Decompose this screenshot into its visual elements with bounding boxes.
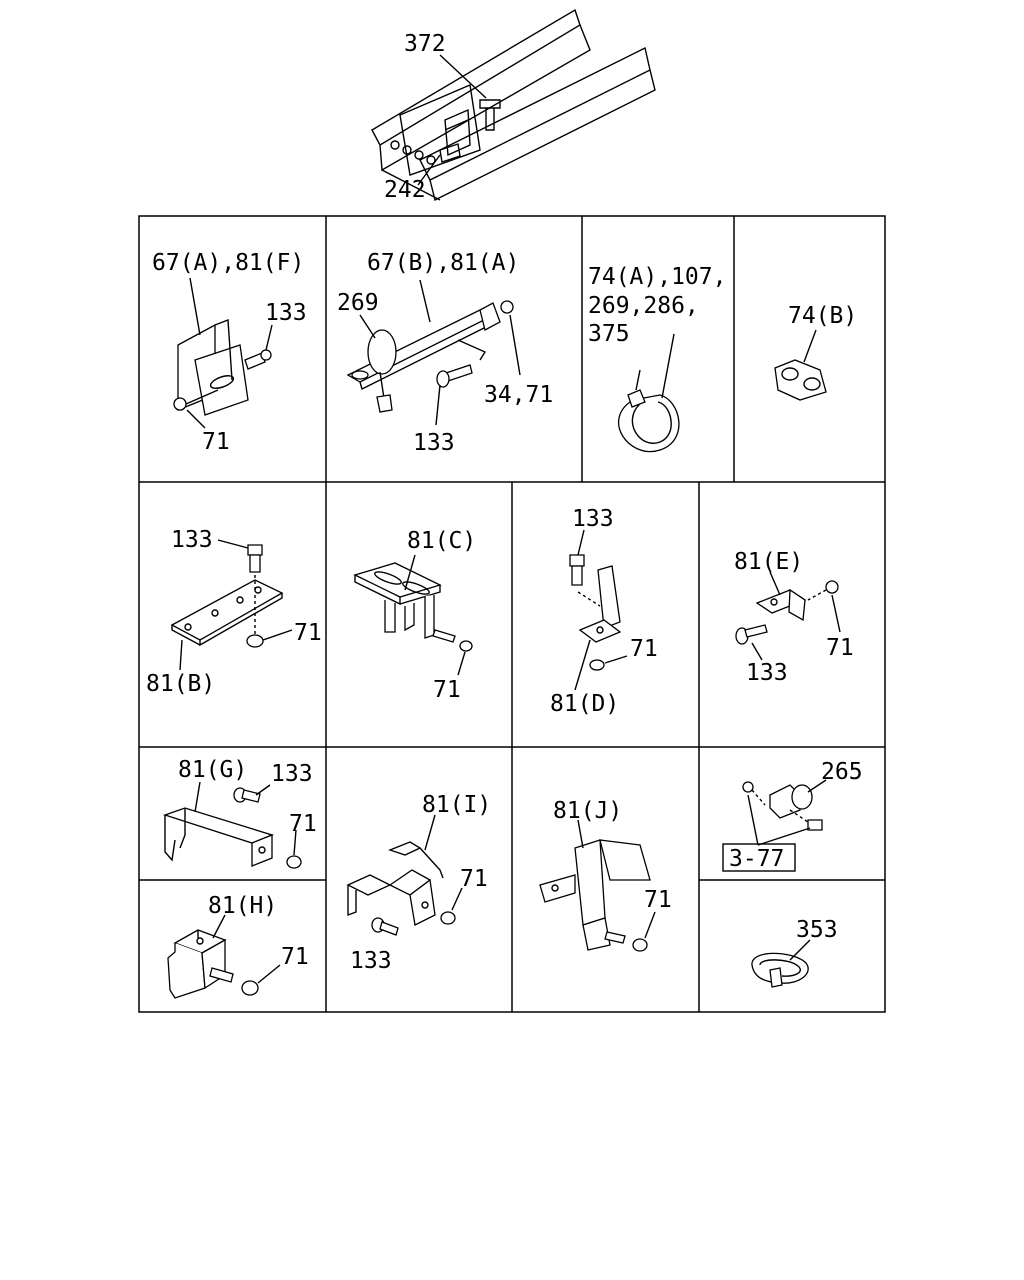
clamp-265 (742, 779, 827, 846)
label-81b: 81(B) (146, 671, 215, 697)
bolt-and-nut-71 (604, 911, 656, 952)
label-265: 265 (821, 759, 863, 785)
label-133: 133 (171, 527, 213, 553)
bracket-81j (539, 819, 651, 951)
label-81g: 81(G) (178, 757, 247, 783)
label-133: 133 (265, 300, 307, 326)
label-71: 71 (826, 635, 854, 661)
frame-rail-assembly (371, 8, 656, 202)
label-375: 375 (588, 321, 630, 347)
label-74a-107: 74(A),107, (588, 264, 726, 290)
plate-81b (170, 579, 284, 671)
label-71: 71 (460, 866, 488, 892)
bolt-133 (217, 539, 263, 590)
nut-34-71 (500, 300, 521, 376)
ref-box-3-77 (722, 843, 796, 872)
label-67b-81a: 67(B),81(A) (367, 250, 519, 276)
bracket-81h (167, 914, 227, 999)
bracket-81e (755, 571, 807, 622)
nut-242-callout (417, 143, 461, 186)
label-81j: 81(J) (553, 798, 622, 824)
label-81c: 81(C) (407, 528, 476, 554)
label-133: 133 (746, 660, 788, 686)
bolt-133 (233, 784, 271, 803)
label-3-77: 3-77 (729, 846, 784, 872)
bolt-and-nut-71 (209, 964, 281, 996)
cable-tie-74a (618, 333, 680, 453)
bolt-372-callout (439, 54, 487, 99)
label-81h: 81(H) (208, 893, 277, 919)
label-372: 372 (404, 31, 446, 57)
label-71: 71 (433, 677, 461, 703)
bracket-67b-81a (346, 279, 501, 413)
label-269: 269 (337, 290, 379, 316)
label-34-71: 34,71 (484, 382, 553, 408)
label-133: 133 (572, 506, 614, 532)
parts-grid (138, 215, 886, 1013)
bolt-133 (244, 324, 273, 370)
nut-71 (440, 887, 463, 925)
label-71: 71 (630, 636, 658, 662)
bracket-67a-81f (177, 277, 249, 416)
nut-71 (807, 580, 841, 633)
nut-71 (286, 829, 302, 869)
clip-74b (774, 329, 827, 401)
label-71: 71 (289, 811, 317, 837)
bolt-133 (735, 624, 768, 661)
label-81i: 81(I) (422, 792, 491, 818)
bolt-133 (435, 364, 473, 426)
label-71: 71 (644, 887, 672, 913)
label-71: 71 (281, 944, 309, 970)
label-81d: 81(D) (550, 691, 619, 717)
bracket-81d (574, 565, 622, 691)
label-353: 353 (796, 917, 838, 943)
nut-71 (589, 655, 628, 671)
label-133: 133 (271, 761, 313, 787)
label-242: 242 (384, 177, 426, 203)
label-133: 133 (350, 948, 392, 974)
bracket-81c (353, 554, 442, 639)
nut-71 (173, 389, 219, 429)
clamp-353 (751, 939, 811, 988)
bracket-81g (162, 781, 274, 867)
label-74b: 74(B) (788, 303, 857, 329)
label-81e: 81(E) (734, 549, 803, 575)
bolt-133 (371, 917, 399, 936)
bolt-133 (569, 529, 585, 586)
bolt-and-nut-71 (432, 629, 473, 676)
nut-71 (246, 595, 293, 648)
label-71: 71 (294, 620, 322, 646)
label-71: 71 (202, 429, 230, 455)
label-133: 133 (413, 430, 455, 456)
bracket-81i (346, 814, 444, 926)
label-269-286: 269,286, (588, 293, 699, 319)
label-67a-81f: 67(A),81(F) (152, 250, 304, 276)
